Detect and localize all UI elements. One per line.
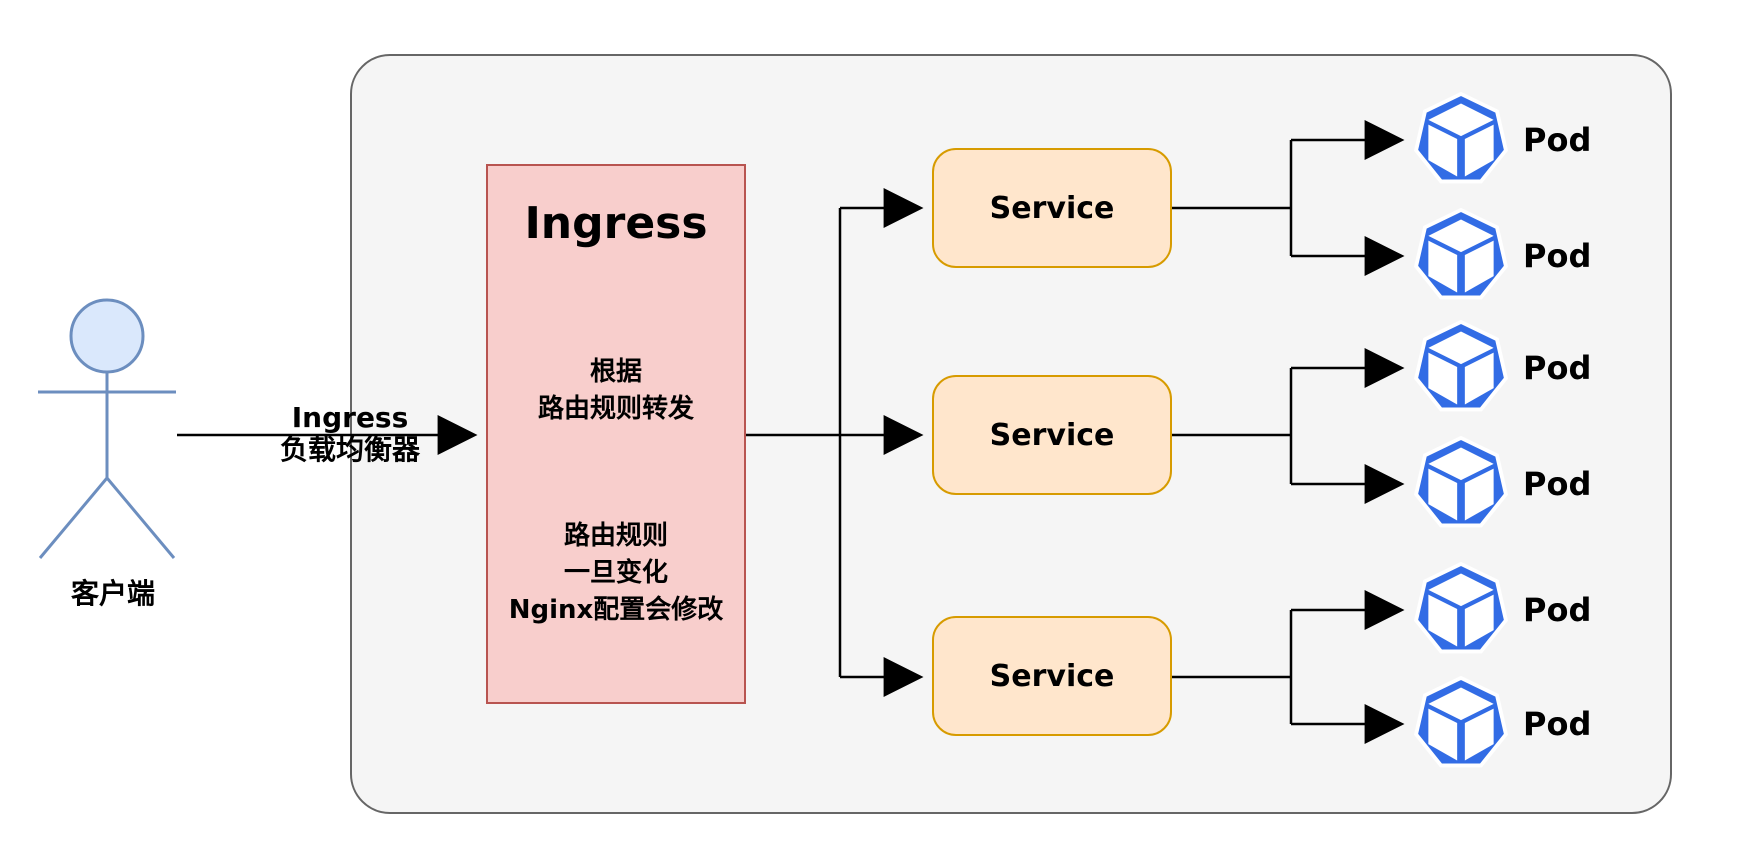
connector-service-1-out — [1172, 140, 1293, 256]
ingress-note-nginx-line3: Nginx配置会修改 — [508, 595, 724, 625]
pod-label: Pod — [1523, 349, 1592, 387]
kubernetes-pod-icon — [1413, 320, 1509, 412]
pod-row-5: Pod — [1413, 562, 1673, 658]
pod-row-4: Pod — [1413, 436, 1673, 532]
pod-label: Pod — [1523, 237, 1592, 275]
pod-row-3: Pod — [1413, 320, 1673, 416]
ingress-note-nginx-line2: 一旦变化 — [563, 558, 668, 588]
pod-label: Pod — [1523, 591, 1592, 629]
pod-row-2: Pod — [1413, 208, 1673, 304]
client-label: 客户端 — [70, 577, 155, 610]
pod-label: Pod — [1523, 465, 1592, 503]
ingress-note-routing-line1: 根据 — [589, 357, 642, 387]
kubernetes-pod-icon — [1413, 676, 1509, 768]
service-box-2: Service — [932, 375, 1172, 495]
kubernetes-pod-icon — [1413, 92, 1509, 184]
ingress-title: Ingress — [524, 198, 708, 249]
pod-row-1: Pod — [1413, 92, 1673, 188]
connector-service-3-out — [1172, 610, 1293, 724]
service-label: Service — [989, 417, 1115, 453]
ingress-box: Ingress 根据 路由规则转发 路由规则 一旦变化 Nginx配置会修改 — [486, 164, 746, 704]
kubernetes-pod-icon — [1413, 436, 1509, 528]
ingress-note-routing-line2: 路由规则转发 — [537, 394, 694, 424]
kubernetes-pod-icon — [1413, 208, 1509, 300]
pod-label: Pod — [1523, 705, 1592, 743]
client-arrow-label: Ingress 负载均衡器 — [270, 402, 430, 466]
ingress-note-nginx-line1: 路由规则 — [563, 521, 668, 551]
service-box-1: Service — [932, 148, 1172, 268]
client-arrow-label-line1: Ingress — [291, 401, 409, 434]
service-label: Service — [989, 190, 1115, 226]
ingress-note-nginx: 路由规则 一旦变化 Nginx配置会修改 — [488, 518, 744, 629]
ingress-note-routing: 根据 路由规则转发 — [488, 354, 744, 428]
service-label: Service — [989, 658, 1115, 694]
connector-service-2-out — [1172, 368, 1293, 484]
pod-row-6: Pod — [1413, 676, 1673, 772]
client-person-icon — [38, 298, 176, 559]
client-arrow-label-line2: 负载均衡器 — [279, 433, 420, 466]
pod-label: Pod — [1523, 121, 1592, 159]
service-box-3: Service — [932, 616, 1172, 736]
kubernetes-pod-icon — [1413, 562, 1509, 654]
